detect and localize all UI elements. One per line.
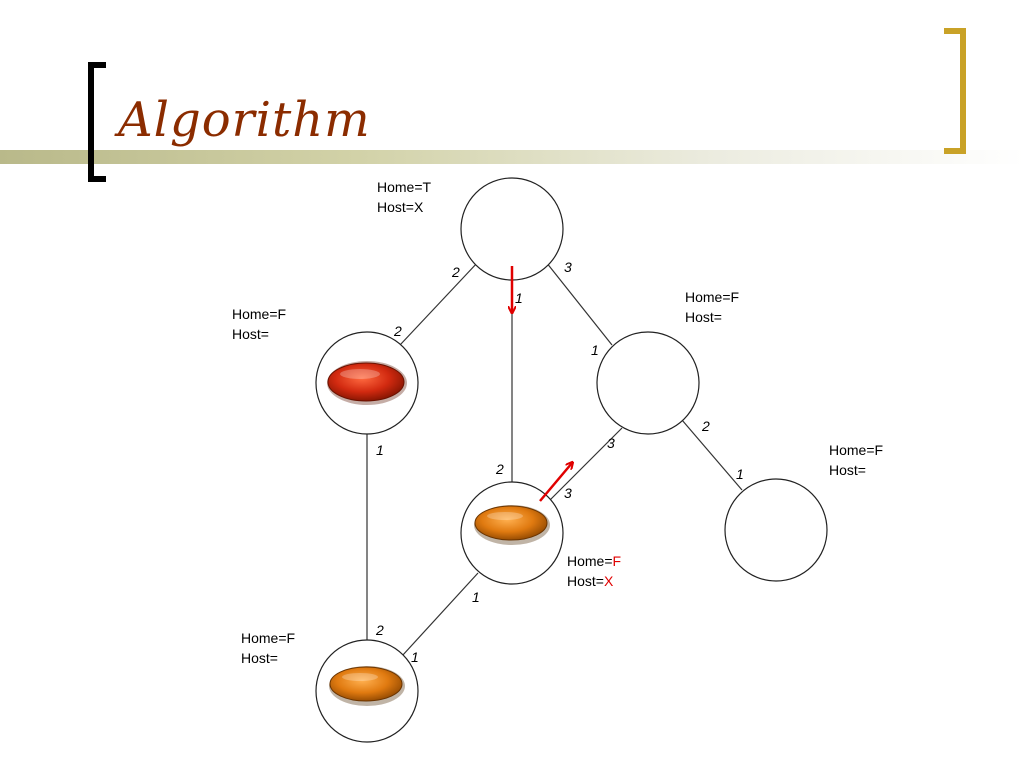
edge-top-left xyxy=(399,261,479,346)
port-label: 1 xyxy=(591,342,599,358)
host-prefix: Host= xyxy=(567,573,604,589)
node-middle-home-label: Home=F xyxy=(567,553,621,569)
port-label: 1 xyxy=(376,442,384,458)
move-arrow-up-right xyxy=(539,463,572,502)
edge-top-right xyxy=(545,261,613,346)
node-bottom-left-host-label: Host= xyxy=(241,650,278,666)
node-right-host-label: Host= xyxy=(685,309,722,325)
orange-agent-token-bottom xyxy=(329,666,405,706)
port-label: 3 xyxy=(564,259,572,275)
edge-middle-bottomleft xyxy=(401,572,479,657)
node-top-home-label: Home=T xyxy=(377,179,432,195)
node-far-right-home-label: Home=F xyxy=(829,442,883,458)
port-label: 2 xyxy=(495,461,504,477)
home-prefix: Home= xyxy=(567,553,613,569)
home-value: F xyxy=(613,553,622,569)
node-middle-host-label: Host=X xyxy=(567,573,614,589)
title-underline-bar xyxy=(0,150,1024,164)
node-bottom-left-home-label: Home=F xyxy=(241,630,295,646)
right-bracket-decoration xyxy=(944,28,966,154)
left-bracket-decoration xyxy=(88,62,106,182)
orange-agent-token-middle xyxy=(474,505,550,545)
node-right xyxy=(596,331,700,435)
node-top-host-label: Host=X xyxy=(377,199,424,215)
port-label: 2 xyxy=(375,622,384,638)
node-far-right-host-label: Host= xyxy=(829,462,866,478)
port-label: 2 xyxy=(393,323,402,339)
port-label: 1 xyxy=(515,290,523,306)
edge-right-farright xyxy=(681,419,743,491)
node-far-right xyxy=(724,478,828,582)
port-label: 1 xyxy=(411,649,419,665)
port-label: 1 xyxy=(736,466,744,482)
edge-right-middle xyxy=(549,427,623,501)
port-label: 2 xyxy=(451,264,460,280)
node-top xyxy=(460,177,564,281)
port-label: 2 xyxy=(701,418,710,434)
node-left-home-label: Home=F xyxy=(232,306,286,322)
port-label: 3 xyxy=(564,485,572,501)
red-agent-token xyxy=(327,361,407,405)
port-label: 3 xyxy=(607,435,615,451)
host-value: X xyxy=(604,573,614,589)
slide-title: Algorithm xyxy=(118,92,371,148)
node-right-home-label: Home=F xyxy=(685,289,739,305)
node-left-host-label: Host= xyxy=(232,326,269,342)
port-label: 1 xyxy=(472,589,480,605)
